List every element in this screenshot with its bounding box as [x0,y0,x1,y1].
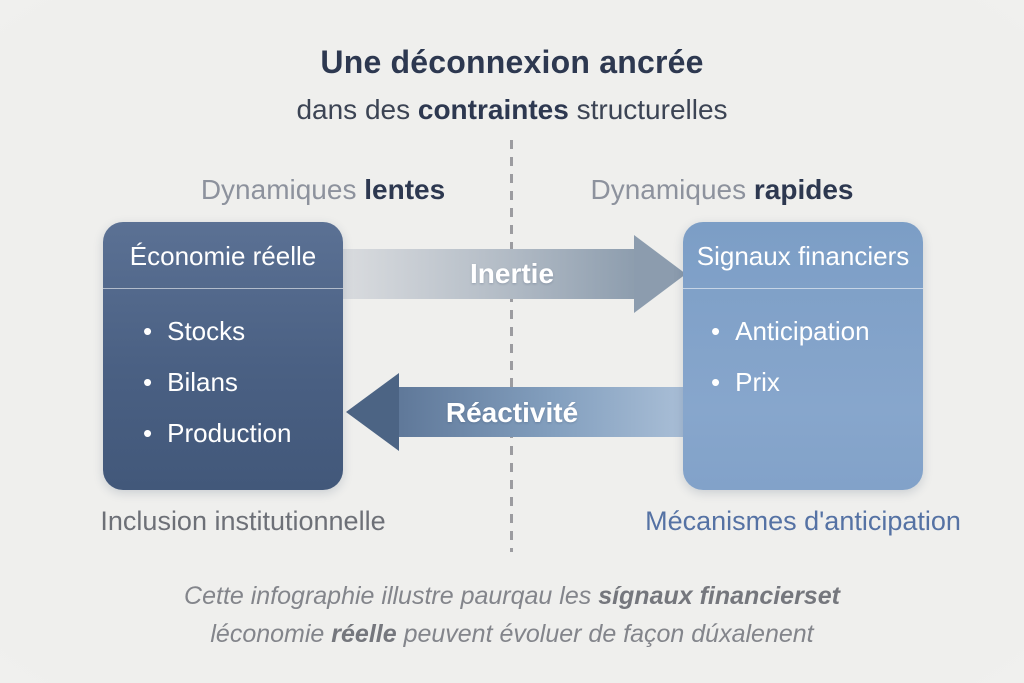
reactivity-arrow-body [398,387,688,437]
list-item: Prix [711,366,923,398]
list-item: Production [143,417,343,449]
footer-caption-line2: léconomie réelle peuvent évoluer de faço… [0,620,1024,649]
footer-line2-emphasis: réelle [331,620,397,648]
real-economy-panel: Économie réelle Stocks Bilans Production [103,222,343,490]
footer-line2-post: peuvent évoluer de façon dúxalenent [396,620,814,648]
column-header-slow-dynamics: Dynamiques lentes [201,174,445,206]
financial-signals-panel: Signaux financiers Anticipation Prix [683,222,923,490]
footer-line2-pre: léconomie [210,620,332,648]
right-panel-caption: Mécanismes d'anticipation [645,506,961,536]
real-economy-list: Stocks Bilans Production [103,289,343,449]
page-title-line2: dans des contraintes structurelles [0,94,1024,126]
reactivity-arrow-label: Réactivité [445,397,579,428]
reactivity-arrow-head-left-icon [346,373,399,451]
inertia-arrow-body [340,249,636,299]
list-item: Anticipation [711,315,923,347]
footer-line1-emphasis: sígnaux financierset [598,582,840,610]
inertia-arrow-head-right-icon [634,235,686,313]
footer-caption-line1: Cette infographie illustre paurqau les s… [0,582,1024,611]
title-line2-emphasis: contraintes [417,94,569,125]
footer-line1-pre: Cette infographie illustre paurqau les [184,582,599,610]
title-line2-post: structurelles [568,94,728,125]
title-line2-pre: dans des [296,94,418,125]
list-item: Stocks [143,315,343,347]
column-header-right-pre: Dynamiques [590,174,754,205]
financial-signals-panel-title: Signaux financiers [683,222,923,289]
column-header-left-emphasis: lentes [364,174,446,205]
inertia-arrow-label: Inertie [469,258,555,289]
vertical-dashed-divider [510,140,513,552]
column-header-left-pre: Dynamiques [200,174,365,205]
real-economy-panel-title: Économie réelle [103,222,343,289]
list-item: Bilans [143,366,343,398]
left-panel-caption: Inclusion institutionnelle [100,506,386,536]
financial-signals-list: Anticipation Prix [683,289,923,398]
column-header-fast-dynamics: Dynamiques rapides [590,174,853,206]
column-header-right-emphasis: rapides [753,174,854,205]
page-title-line1: Une déconnexion ancrée [320,44,704,80]
